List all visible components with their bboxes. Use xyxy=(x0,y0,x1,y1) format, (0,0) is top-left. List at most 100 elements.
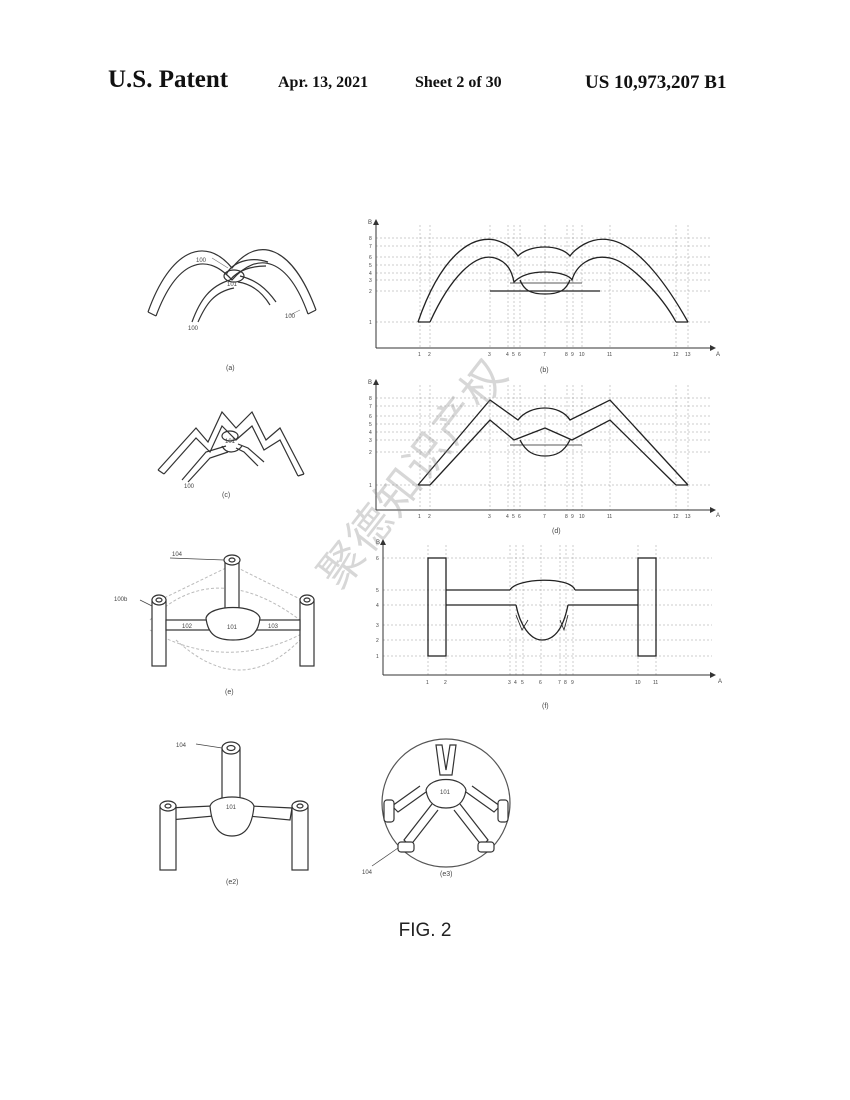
panel-e-drawing xyxy=(139,554,315,671)
panel-d-x-tick: 12 xyxy=(673,514,679,520)
panel-f-y-tick: 6 xyxy=(376,556,379,562)
panel-b-x-axis-label: A xyxy=(716,352,720,358)
panel-f-x-tick: 2 xyxy=(444,680,447,686)
panel-f-y-tick: 1 xyxy=(376,654,379,660)
panel-f-graph xyxy=(380,539,716,678)
panel-a-label: (a) xyxy=(226,365,235,372)
panel-f-x-tick: 7 xyxy=(558,680,561,686)
panel-f-x-tick: 5 xyxy=(521,680,524,686)
panel-b-label: (b) xyxy=(540,367,549,374)
panel-d-x-tick: 8 xyxy=(565,514,568,520)
panel-f-x-tick: 1 xyxy=(426,680,429,686)
panel-b-y-axis-label: B xyxy=(368,220,372,226)
panel-d-graph xyxy=(373,379,716,513)
panel-d-y-tick: 8 xyxy=(369,396,372,402)
panel-e2-ref-104: 104 xyxy=(176,743,187,749)
panel-f-y-tick: 4 xyxy=(376,603,379,609)
panel-b-x-tick: 13 xyxy=(685,352,691,358)
panel-b-x-tick: 2 xyxy=(428,352,431,358)
panel-b-y-ticks: 1 2 3 4 5 6 7 8 xyxy=(369,236,372,326)
sheet-number: Sheet 2 of 30 xyxy=(415,74,502,91)
panel-b-graph xyxy=(373,219,716,351)
panel-f-x-tick: 9 xyxy=(571,680,574,686)
panel-f-x-tick: 8 xyxy=(564,680,567,686)
panel-b-x-tick: 1 xyxy=(418,352,421,358)
panel-a-drawing xyxy=(147,249,317,323)
panel-c-ref-100: 100 xyxy=(184,484,195,490)
panel-b-x-tick: 10 xyxy=(579,352,585,358)
panel-d-y-tick: 3 xyxy=(369,438,372,444)
panel-e2-label: (e2) xyxy=(226,879,238,886)
panel-d-y-tick: 5 xyxy=(369,422,372,428)
panel-f-x-ticks: 1 2 3 4 5 6 7 8 9 10 11 xyxy=(426,680,658,686)
panel-d-x-tick: 3 xyxy=(488,514,491,520)
panel-b-y-tick: 8 xyxy=(369,236,372,242)
panel-e-ref-101: 101 xyxy=(227,625,238,631)
panel-b-y-tick: 6 xyxy=(369,255,372,261)
panel-f-y-tick: 5 xyxy=(376,588,379,594)
panel-f-x-axis-label: A xyxy=(718,679,722,685)
panel-d-x-tick: 2 xyxy=(428,514,431,520)
panel-f-x-tick: 6 xyxy=(539,680,542,686)
panel-b-x-tick: 6 xyxy=(518,352,521,358)
panel-b-x-tick: 3 xyxy=(488,352,491,358)
panel-f-label: (f) xyxy=(542,703,549,710)
figure-caption: FIG. 2 xyxy=(398,920,452,941)
panel-f-x-tick: 11 xyxy=(653,680,658,686)
patent-date: Apr. 13, 2021 xyxy=(278,74,369,91)
panel-f-x-tick: 10 xyxy=(635,680,641,686)
panel-e-ref-103: 103 xyxy=(268,624,279,630)
panel-d-x-tick: 6 xyxy=(518,514,521,520)
panel-b-x-tick: 4 xyxy=(506,352,509,358)
panel-f-y-axis-label: B xyxy=(376,540,380,546)
panel-b-y-tick: 7 xyxy=(369,244,372,250)
panel-d-label: (d) xyxy=(552,528,561,535)
panel-a-ref-100-left: 100 xyxy=(188,326,199,332)
panel-d-x-tick: 4 xyxy=(506,514,509,520)
panel-d-y-ticks: 1 2 3 4 5 6 7 8 xyxy=(369,396,372,489)
panel-f-y-ticks: 1 2 3 4 5 6 xyxy=(376,556,379,660)
panel-f-x-tick: 4 xyxy=(514,680,517,686)
panel-d-x-tick: 9 xyxy=(571,514,574,520)
panel-a-ref-100-right: 100 xyxy=(285,314,296,320)
panel-b-x-tick: 8 xyxy=(565,352,568,358)
panel-c-ref-101: 101 xyxy=(225,439,236,445)
panel-f-x-tick: 3 xyxy=(508,680,511,686)
patent-label: U.S. Patent xyxy=(108,66,229,93)
panel-e-ref-100b: 100b xyxy=(114,597,128,603)
panel-a-ref-100-top: 100 xyxy=(196,258,207,264)
panel-b-y-tick: 1 xyxy=(369,320,372,326)
panel-e2-drawing xyxy=(159,741,309,871)
panel-d-x-tick: 5 xyxy=(512,514,515,520)
panel-f-y-tick: 2 xyxy=(376,638,379,644)
panel-b-x-ticks: 1 2 3 4 5 6 7 8 9 10 11 12 13 xyxy=(418,352,691,358)
panel-d-y-axis-label: B xyxy=(368,380,372,386)
panel-e2-ref-101: 101 xyxy=(226,805,237,811)
panel-f-y-tick: 3 xyxy=(376,623,379,629)
panel-d-x-tick: 13 xyxy=(685,514,691,520)
patent-number: US 10,973,207 B1 xyxy=(585,72,727,93)
panel-d-x-tick: 7 xyxy=(543,514,546,520)
panel-d-x-tick: 11 xyxy=(607,514,612,520)
panel-b-y-tick: 4 xyxy=(369,271,372,277)
panel-d-y-tick: 1 xyxy=(369,483,372,489)
panel-d-y-tick: 7 xyxy=(369,404,372,410)
panel-b-y-tick: 3 xyxy=(369,278,372,284)
panel-e3-drawing xyxy=(371,738,511,868)
panel-d-x-tick: 10 xyxy=(579,514,585,520)
panel-b-x-tick: 5 xyxy=(512,352,515,358)
panel-e-ref-104: 104 xyxy=(172,552,183,558)
panel-c-label: (c) xyxy=(222,492,230,499)
panel-e-ref-102: 102 xyxy=(182,624,193,630)
panel-e3-ref-104: 104 xyxy=(362,870,373,876)
panel-a-ref-101: 101 xyxy=(227,282,238,288)
panel-d-x-axis-label: A xyxy=(716,513,720,519)
panel-e3-ref-101: 101 xyxy=(440,790,451,796)
panel-b-y-tick: 2 xyxy=(369,289,372,295)
panel-e3-label: (e3) xyxy=(440,871,452,878)
panel-b-x-tick: 11 xyxy=(607,352,612,358)
panel-d-y-tick: 4 xyxy=(369,430,372,436)
panel-b-x-tick: 9 xyxy=(571,352,574,358)
panel-d-y-tick: 6 xyxy=(369,414,372,420)
